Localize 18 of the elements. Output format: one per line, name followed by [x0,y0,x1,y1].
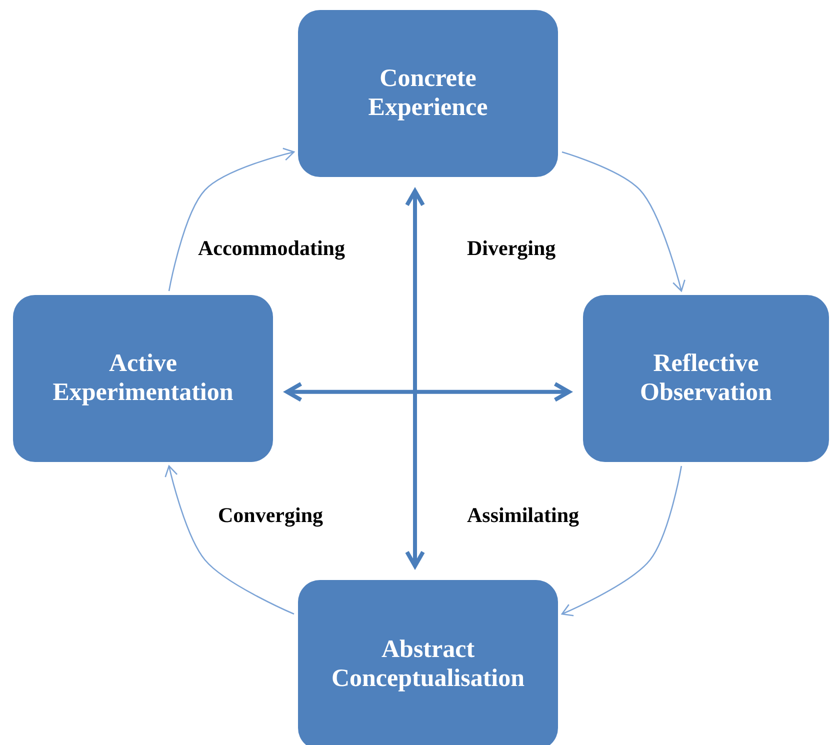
rounded-box [298,10,558,177]
box-title: Concrete Experience [367,64,489,122]
box-title: Abstract Conceptualisation [330,636,526,694]
quadrant-label: Assimilating [467,503,580,528]
double-arrow [285,382,571,402]
curved-arrow [168,148,295,292]
box-title: Active Experimentation [52,350,234,408]
rounded-box [583,295,829,462]
curved-arrow [562,151,686,292]
box-title: Reflective Observation [639,350,773,408]
quadrant-label: Accommodating [198,236,345,261]
quadrant-label: Diverging [467,236,556,261]
rounded-box [13,295,273,462]
curved-arrow [561,466,682,616]
curved-arrow [164,465,294,615]
quadrant-label: Converging [218,503,323,528]
double-arrow [405,189,425,568]
rounded-box [298,580,558,745]
